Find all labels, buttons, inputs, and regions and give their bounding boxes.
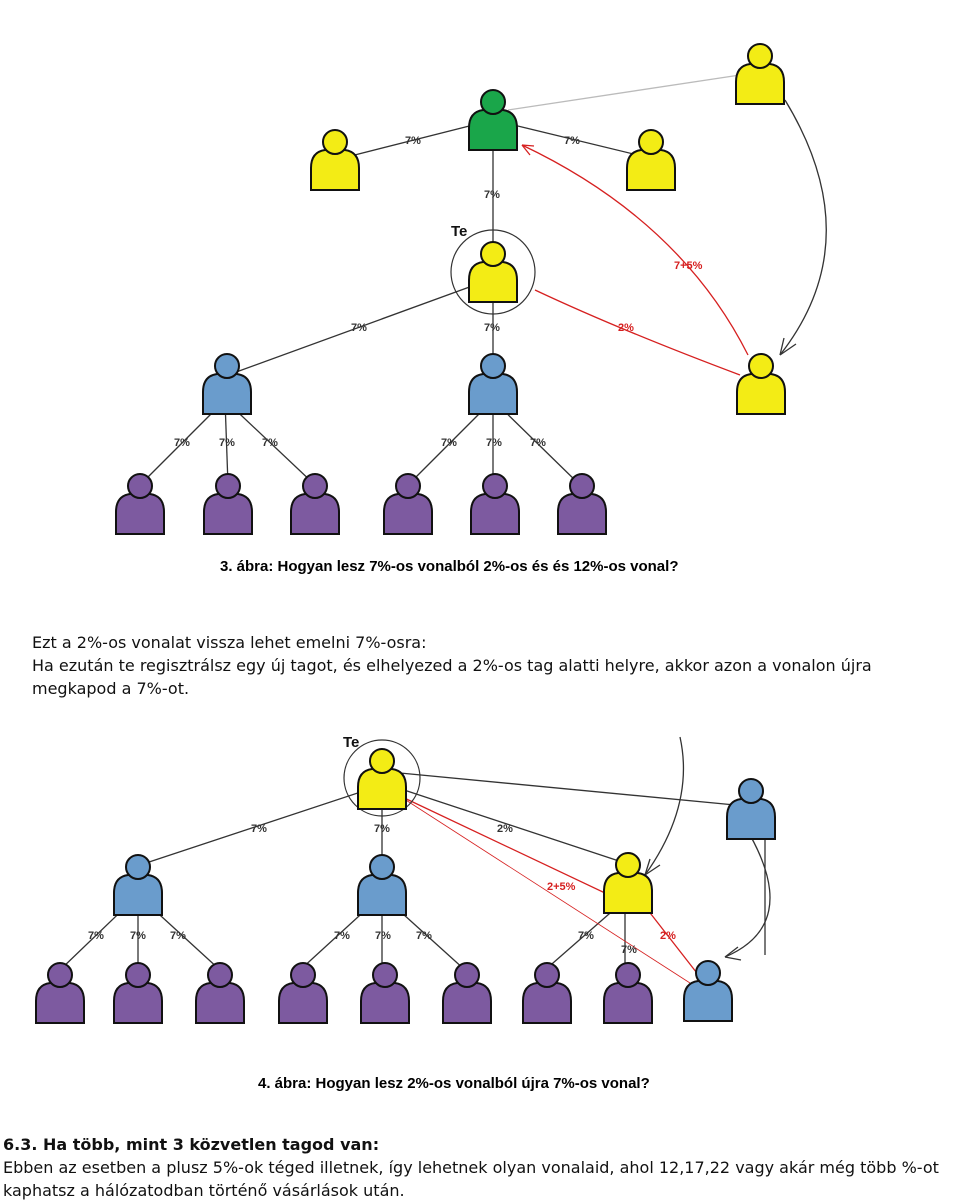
you-person-icon — [468, 241, 518, 303]
purple-person-icon — [113, 962, 163, 1024]
edge-label: 7% — [174, 437, 190, 449]
purple-person-icon — [522, 962, 572, 1024]
edge-label: 7% — [441, 437, 457, 449]
purple-person-icon — [35, 962, 85, 1024]
edge-label: 7% — [334, 930, 350, 942]
figure-3-caption: 3. ábra: Hogyan lesz 7%-os vonalból 2%-o… — [220, 558, 679, 575]
edge-label: 7% — [351, 322, 367, 334]
purple-person-icon — [442, 962, 492, 1024]
edge-label: 7% — [621, 944, 637, 956]
purple-person-icon — [470, 473, 520, 535]
edge-label: 7% — [486, 437, 502, 449]
purple-person-icon — [290, 473, 340, 535]
figure-4-caption: 4. ábra: Hogyan lesz 2%-os vonalból újra… — [258, 1075, 650, 1092]
figure1-red-lines — [521, 144, 749, 376]
purple-person-icon — [203, 473, 253, 535]
purple-person-icon — [383, 473, 433, 535]
edge-label: 7% — [530, 437, 546, 449]
edge-label: 7% — [484, 322, 500, 334]
purple-person-icon — [603, 962, 653, 1024]
paragraph-1-line-2: Ha ezután te regisztrálsz egy új tagot, … — [32, 656, 872, 698]
edge-label: 7% — [251, 823, 267, 835]
blue-person-icon — [726, 778, 776, 840]
purple-person-icon — [557, 473, 607, 535]
section-6-3: 6.3. Ha több, mint 3 közvetlen tagod van… — [3, 1133, 958, 1202]
purple-person-icon — [360, 962, 410, 1024]
yellow-person-icon — [735, 43, 785, 105]
yellow-person-icon — [626, 129, 676, 191]
edge-label: 7% — [262, 437, 278, 449]
yellow-person-icon — [603, 852, 653, 914]
figure-3-diagram: Te 7% 7% 7% 7+5% 7% 7% 2% 7% 7% 7% 7% 7%… — [0, 0, 960, 560]
edge-label: 7% — [484, 189, 500, 201]
blue-person-icon — [468, 353, 518, 415]
edge-label: 2% — [660, 930, 676, 942]
blue-person-icon — [357, 854, 407, 916]
edge-label: 7% — [578, 930, 594, 942]
you-label: Te — [451, 223, 467, 240]
paragraph-1-line-1: Ezt a 2%-os vonalat vissza lehet emelni … — [32, 633, 427, 652]
edge-label: 7% — [405, 135, 421, 147]
blue-person-icon — [113, 854, 163, 916]
you-highlight-circle — [343, 739, 421, 817]
edge-label: 7% — [564, 135, 580, 147]
section-heading: 6.3. Ha több, mint 3 közvetlen tagod van… — [3, 1135, 380, 1154]
purple-person-icon — [278, 962, 328, 1024]
green-person-icon — [468, 89, 518, 151]
you-highlight-circle — [450, 229, 536, 315]
yellow-person-icon — [310, 129, 360, 191]
edge-label: 7% — [130, 930, 146, 942]
edge-label: 7% — [416, 930, 432, 942]
edge-label: 2+5% — [547, 881, 576, 893]
edge-label: 7+5% — [674, 260, 703, 272]
edge-label: 2% — [497, 823, 513, 835]
purple-person-icon — [195, 962, 245, 1024]
edge-label: 2% — [618, 322, 634, 334]
purple-person-icon — [115, 473, 165, 535]
edge-label: 7% — [88, 930, 104, 942]
blue-person-icon — [683, 960, 733, 1022]
blue-person-icon — [202, 353, 252, 415]
you-person-icon — [357, 748, 407, 810]
edge-label: 7% — [219, 437, 235, 449]
edge-label: 7% — [374, 823, 390, 835]
figure-4-diagram: Te 7% 7% 2% 2+5% 7% 7% 7% 7% 7% 7% 7% 7%… — [0, 725, 960, 1080]
edge-label: 7% — [170, 930, 186, 942]
edge-label: 7% — [375, 930, 391, 942]
paragraph-1: Ezt a 2%-os vonalat vissza lehet emelni … — [32, 631, 942, 700]
section-text: Ebben az esetben a plusz 5%-ok téged ill… — [3, 1158, 939, 1200]
you-label: Te — [343, 734, 359, 751]
yellow-person-icon — [736, 353, 786, 415]
